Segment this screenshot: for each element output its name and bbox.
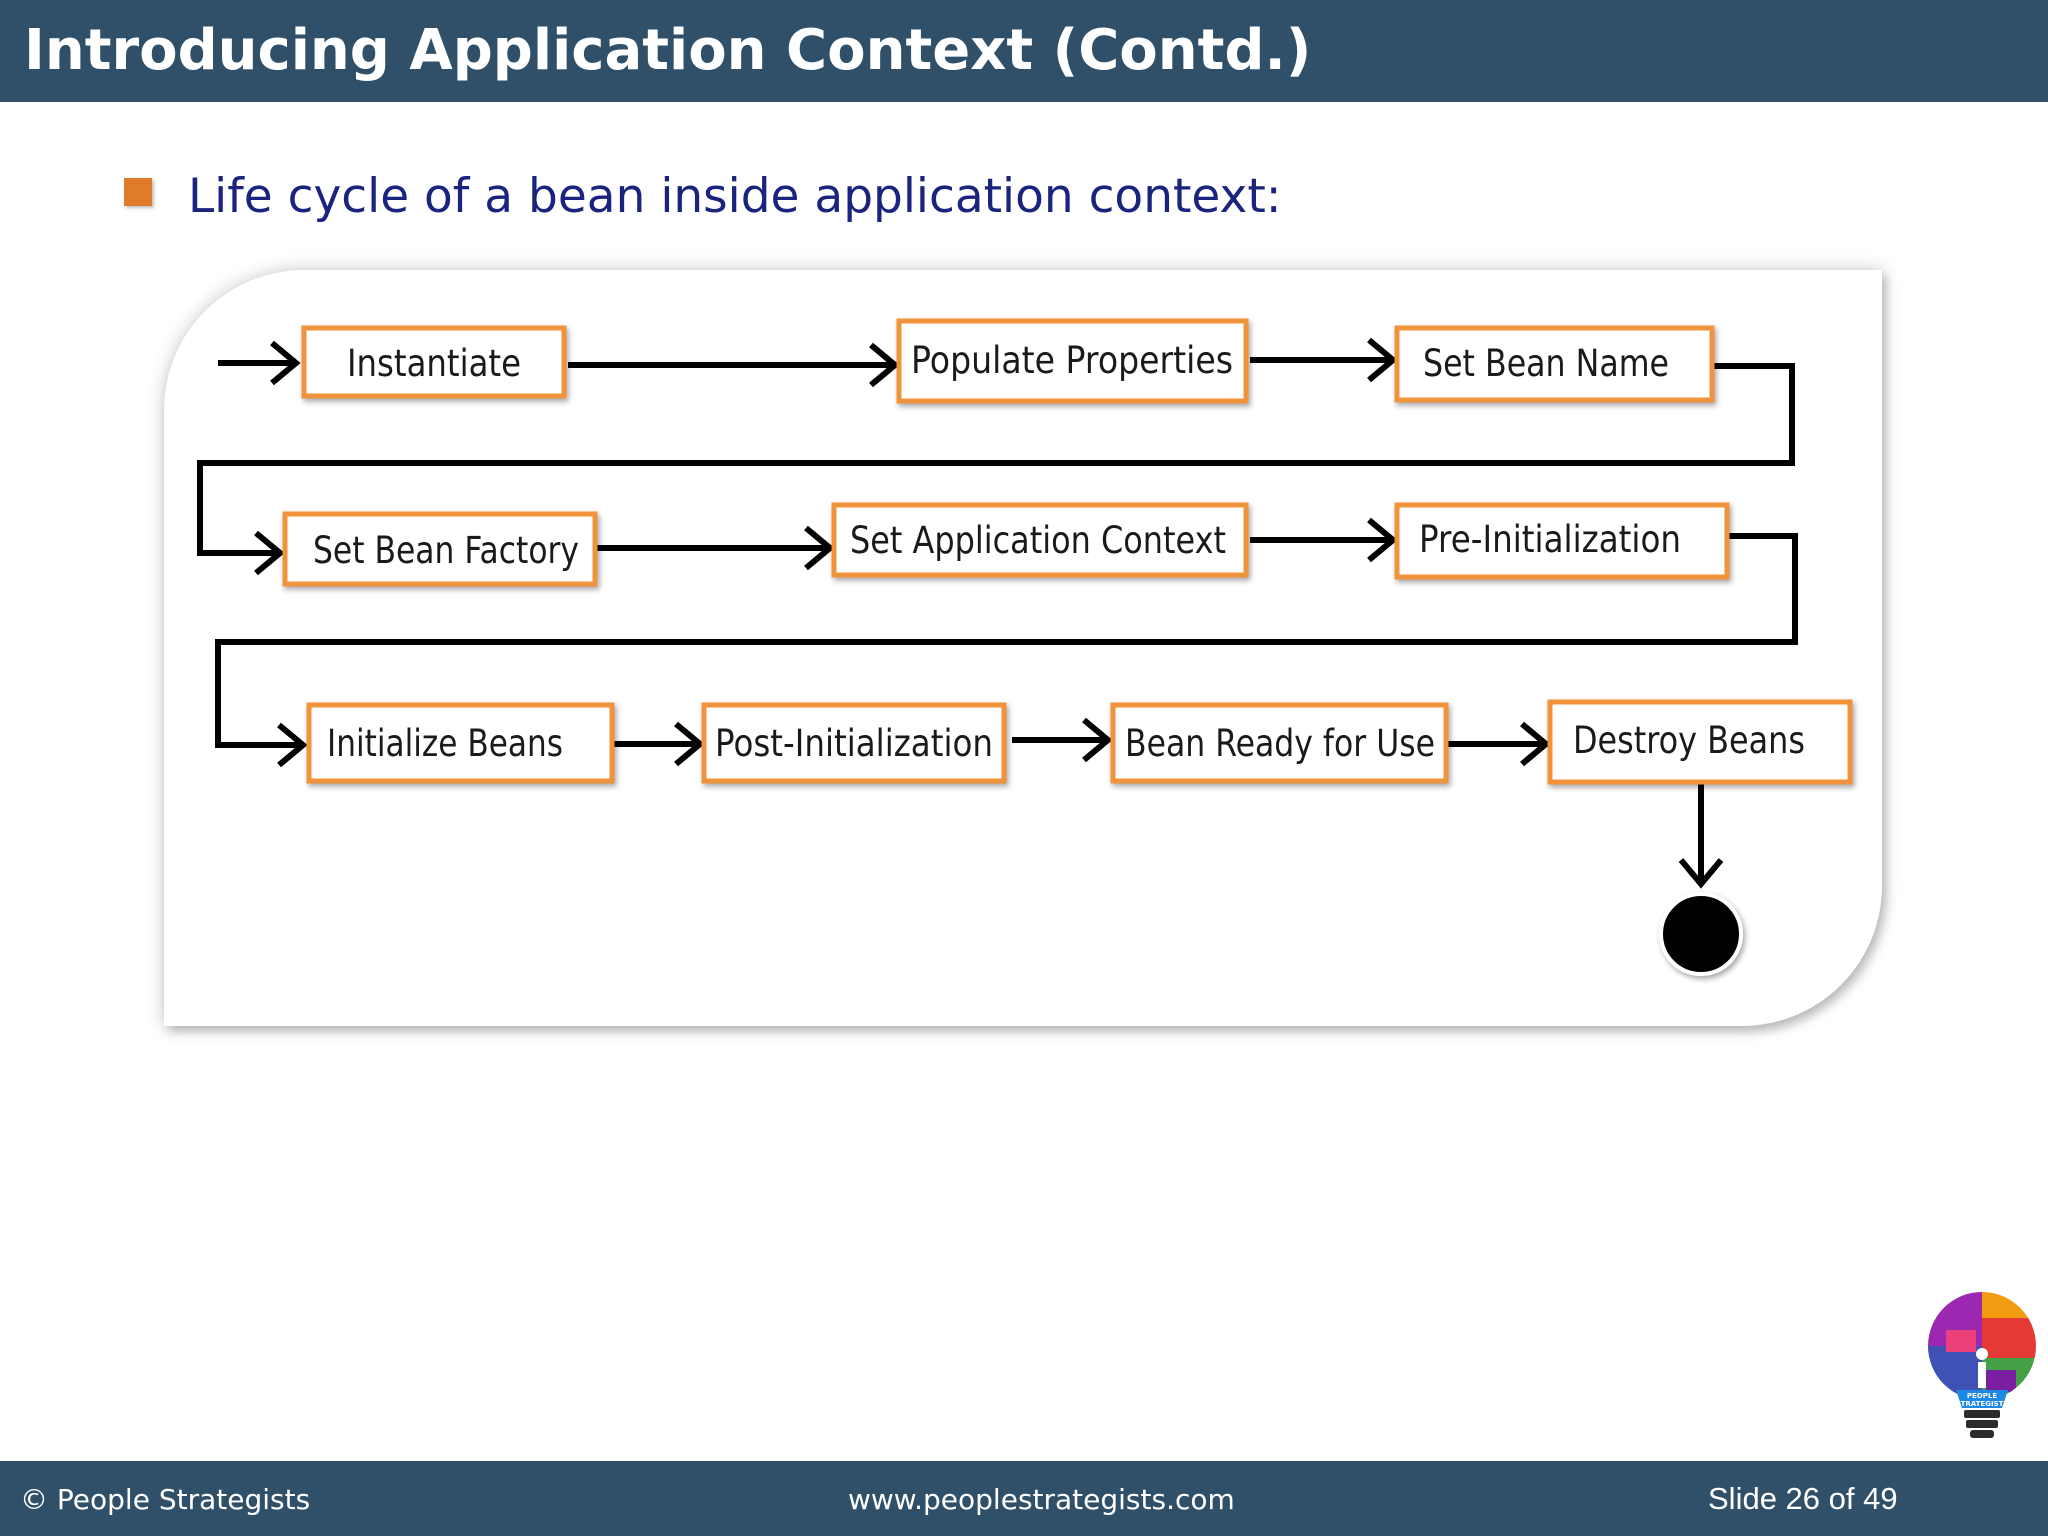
node-label: Destroy Beans <box>1573 719 1805 762</box>
node-set-application-context: Set Application Context <box>831 502 1249 578</box>
arrow-set-app-context-to-pre-init-head <box>1367 517 1398 563</box>
arrow-pre-init-to-initialize-beans-head <box>277 722 308 768</box>
node-label: Initialize Beans <box>327 722 563 765</box>
end-node <box>1659 892 1743 976</box>
node-label: Instantiate <box>347 342 521 385</box>
logo-text-line1: PEOPLE <box>1967 1392 1997 1400</box>
footer-copyright: © People Strategists <box>20 1483 311 1516</box>
arrow-set-bean-name-to-set-bean-factory <box>197 363 1795 556</box>
node-destroy-beans: Destroy Beans <box>1547 699 1853 785</box>
bullet-square-icon <box>124 178 152 206</box>
arrow-initialize-to-post-init-head <box>674 721 705 767</box>
node-label: Set Application Context <box>850 519 1226 562</box>
footer-website: www.peoplestrategists.com <box>848 1483 1235 1516</box>
node-label: Post-Initialization <box>715 722 993 765</box>
arrow-set-bean-name-to-set-bean-factory-head <box>254 530 285 576</box>
node-label: Set Bean Factory <box>313 529 579 572</box>
node-label: Bean Ready for Use <box>1125 722 1435 765</box>
arrow-set-bean-factory-to-set-app-context-head <box>804 525 835 571</box>
node-set-bean-name: Set Bean Name <box>1394 325 1715 403</box>
node-pre-initialization: Pre-Initialization <box>1394 502 1730 580</box>
node-bean-ready-for-use: Bean Ready for Use <box>1110 702 1449 784</box>
footer-slide-number: Slide 26 of 49 <box>1708 1481 1898 1516</box>
node-set-bean-factory: Set Bean Factory <box>282 511 598 587</box>
arrow-post-init-to-bean-ready-head <box>1082 717 1113 763</box>
node-label: Set Bean Name <box>1423 342 1669 385</box>
node-label: Populate Properties <box>911 339 1233 382</box>
title-bar: Introducing Application Context (Contd.) <box>0 0 2048 102</box>
footer-bar: © People Strategists www.peoplestrategis… <box>0 1461 2048 1536</box>
arrow-destroy-to-end-head <box>1678 858 1724 889</box>
people-strategists-logo: PEOPLE STRATEGISTS <box>1928 1292 2036 1438</box>
arrow-instantiate-to-populate-head <box>869 342 900 388</box>
arrow-bean-ready-to-destroy-head <box>1520 721 1551 767</box>
arrow-pre-init-to-initialize-beans <box>215 533 1798 748</box>
bullet-text: Life cycle of a bean inside application … <box>188 169 1282 224</box>
arrow-populate-to-set-bean-name-head <box>1367 337 1398 383</box>
node-initialize-beans: Initialize Beans <box>306 702 615 784</box>
node-instantiate: Instantiate <box>301 325 567 399</box>
logo-text-line2: STRATEGISTS <box>1956 1400 2009 1408</box>
arrow-start-to-instantiate-head <box>270 340 301 386</box>
node-label: Pre-Initialization <box>1419 518 1681 561</box>
node-populate-properties: Populate Properties <box>896 318 1249 404</box>
node-post-initialization: Post-Initialization <box>701 702 1007 784</box>
slide-title: Introducing Application Context (Contd.) <box>24 18 1312 83</box>
